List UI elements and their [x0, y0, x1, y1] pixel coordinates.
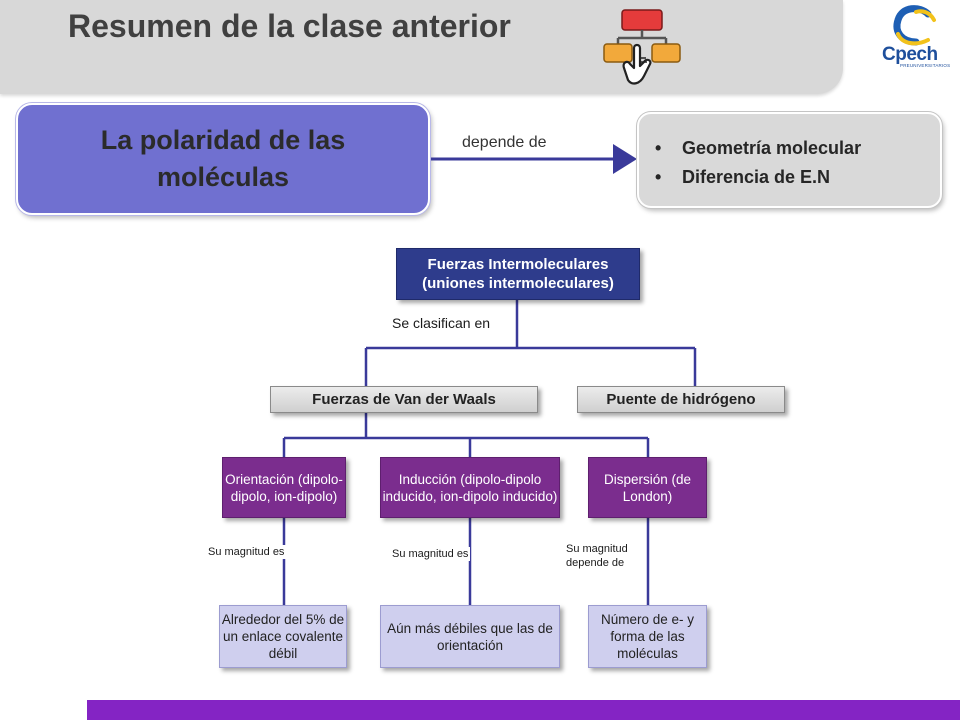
magnitude-label-dispersion: Su magnitud depende de [566, 542, 646, 570]
magnitude-label-orientation: Su magnitud es [208, 545, 286, 559]
orientation-node: Orientación (dipolo-dipolo, ion-dipolo) [222, 457, 346, 518]
dispersion-node: Dispersión (de London) [588, 457, 707, 518]
induction-node: Inducción (dipolo-dipolo inducido, ion-d… [380, 457, 560, 518]
hydrogen-bridge-node: Puente de hidrógeno [577, 386, 785, 413]
induction-result-node: Aún más débiles que las de orientación [380, 605, 560, 668]
orientation-result-node: Alrededor del 5% de un enlace covalente … [219, 605, 347, 668]
magnitude-label-induction: Su magnitud es [392, 547, 470, 561]
factor-diferencia-en: Diferencia de E.N [655, 163, 861, 192]
logo-subtext: PREUNIVERSITARIOS [900, 63, 951, 68]
factors-box: Geometría molecular Diferencia de E.N [637, 112, 942, 208]
factors-list: Geometría molecular Diferencia de E.N [655, 134, 861, 192]
title-bar [0, 0, 843, 94]
page-title: Resumen de la clase anterior [68, 8, 511, 44]
van-der-waals-node: Fuerzas de Van der Waals [270, 386, 538, 413]
dispersion-result-node: Número de e- y forma de las moléculas [588, 605, 707, 668]
depende-de-label: depende de [462, 134, 547, 151]
factor-geometria: Geometría molecular [655, 134, 861, 163]
polarity-box: La polaridad de las moléculas [16, 103, 430, 215]
bottom-bar [87, 700, 960, 720]
tree-lines [282, 300, 697, 605]
logo-text: Cpech [882, 44, 938, 65]
root-node: Fuerzas Intermoleculares (uniones interm… [396, 248, 640, 300]
polarity-text: La polaridad de las moléculas [100, 125, 346, 192]
classify-label: Se clasifican en [390, 315, 493, 331]
cpech-logo [893, 5, 936, 46]
hand-click-flowchart-icon [603, 9, 681, 85]
